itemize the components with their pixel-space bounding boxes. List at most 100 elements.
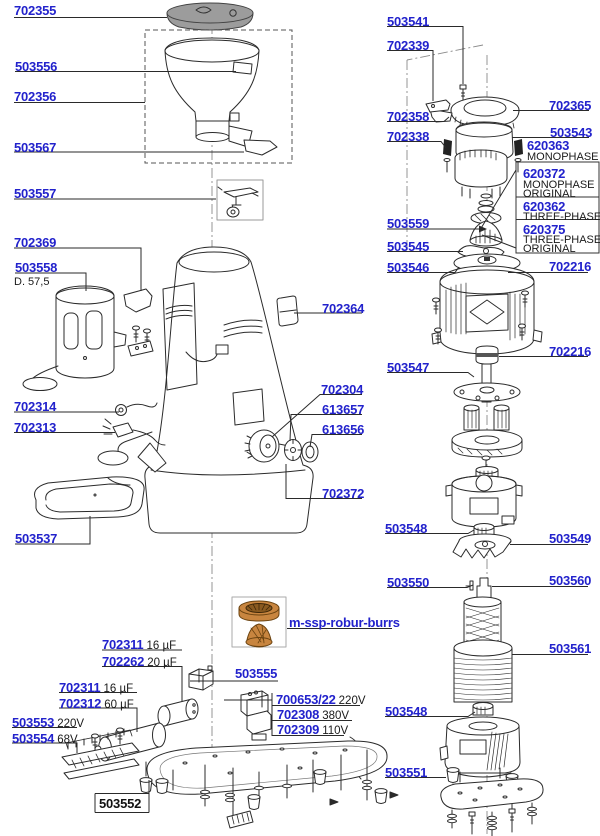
part-link-503549[interactable]: 503549 [549, 531, 591, 546]
part-link-702355[interactable]: 702355 [14, 3, 56, 18]
part-link-620362[interactable]: 620362 [523, 199, 565, 214]
part-link-702308-text: 702308 [277, 707, 320, 722]
part-link-702314[interactable]: 702314 [14, 399, 56, 414]
variant-620372-note2-text: ORIGINAL [523, 188, 576, 200]
relay-drawing [188, 665, 214, 691]
part-link-503537-text: 503537 [15, 531, 58, 546]
part-link-503561[interactable]: 503561 [549, 641, 591, 656]
part-link-702313[interactable]: 702313 [14, 420, 56, 435]
part-link-702262-suffix: 20 µF [147, 657, 177, 669]
part-link-503559[interactable]: 503559 [387, 216, 429, 231]
part-link-503567[interactable]: 503567 [14, 140, 56, 155]
part-link-702311-b-suffix: 16 µF [103, 683, 134, 695]
part-link-702216-a-text: 702216 [549, 259, 592, 274]
part-link-503557[interactable]: 503557 [14, 186, 56, 201]
part-link-503556[interactable]: 503556 [15, 59, 57, 74]
part-link-503537[interactable]: 503537 [15, 531, 57, 546]
part-link-702216-a[interactable]: 702216 [549, 259, 591, 274]
part-link-620363[interactable]: 620363 [527, 138, 569, 153]
part-link-702339[interactable]: 702339 [387, 38, 429, 53]
right-stack-drawing [425, 84, 544, 836]
variant-620375-note2: ORIGINAL [523, 243, 576, 255]
part-link-503553-suffix: 220V [57, 718, 85, 730]
part-link-503555[interactable]: 503555 [235, 666, 277, 681]
part-link-503556-text: 503556 [15, 59, 58, 74]
part-link-503547[interactable]: 503547 [387, 360, 429, 375]
part-link-620362-text: 620362 [523, 199, 566, 214]
part-link-503551-text: 503551 [385, 765, 428, 780]
part-link-702314-text: 702314 [14, 399, 57, 414]
part-link-503548-b[interactable]: 503548 [385, 704, 427, 719]
part-link-702338-text: 702338 [387, 129, 430, 144]
part-link-503560[interactable]: 503560 [549, 573, 591, 588]
part-link-503554-suffix: 68V [57, 734, 78, 746]
part-link-613657-text: 613657 [322, 402, 365, 417]
part-link-700653-22-text: 700653/22 [276, 692, 336, 707]
part-link-503558-text: 503558 [15, 260, 58, 275]
part-link-702311-a-suffix: 16 µF [146, 640, 177, 652]
part-link-503555-text: 503555 [235, 666, 278, 681]
terminal-strip-drawing [61, 727, 140, 780]
base-plate-drawing [139, 740, 399, 829]
part-link-503548-b-text: 503548 [385, 704, 428, 719]
part-link-702358[interactable]: 702358 [387, 109, 429, 124]
part-link-503558[interactable]: 503558 [15, 260, 57, 275]
note-diameter-text: D. 57,5 [14, 276, 50, 288]
cable-drawings [102, 402, 166, 446]
part-link-503546[interactable]: 503546 [387, 260, 429, 275]
hopper-drawing [164, 37, 278, 156]
part-link-702216-b[interactable]: 702216 [549, 344, 591, 359]
part-link-620375[interactable]: 620375 [523, 222, 565, 237]
part-link-700653-22-suffix: 220V [338, 695, 366, 707]
part-link-503551[interactable]: 503551 [385, 765, 427, 780]
part-link-503559-text: 503559 [387, 216, 430, 231]
part-link-702338[interactable]: 702338 [387, 129, 429, 144]
part-link-702356[interactable]: 702356 [14, 89, 56, 104]
part-link-503561-text: 503561 [549, 641, 592, 656]
part-label-503552-text: 503552 [99, 796, 142, 811]
part-link-503541[interactable]: 503541 [387, 14, 429, 29]
part-link-620363-text: 620363 [527, 138, 570, 153]
variant-620375-note1-text: THREE-PHASE [523, 234, 600, 246]
part-link-702304[interactable]: 702304 [321, 382, 363, 397]
part-link-503550[interactable]: 503550 [387, 575, 429, 590]
part-link-613656[interactable]: 613656 [322, 422, 364, 437]
variant-620362-note: THREE-PHASE [523, 211, 600, 223]
hopper-lid-drawing [166, 2, 254, 31]
part-link-620372-text: 620372 [523, 166, 566, 181]
part-link-702216-b-text: 702216 [549, 344, 592, 359]
part-link-702372[interactable]: 702372 [322, 486, 364, 501]
part-link-702365[interactable]: 702365 [549, 98, 591, 113]
part-link-702309-suffix: 110V [322, 725, 349, 737]
doser-adjuster-drawing [216, 179, 264, 221]
part-link-702369[interactable]: 702369 [14, 235, 56, 250]
part-link-503548-a[interactable]: 503548 [385, 521, 427, 536]
part-link-503543[interactable]: 503543 [550, 125, 592, 140]
part-link-503567-text: 503567 [14, 140, 57, 155]
part-link-503545[interactable]: 503545 [387, 239, 429, 254]
part-link-613657[interactable]: 613657 [322, 402, 364, 417]
part-link-503549-text: 503549 [549, 531, 592, 546]
part-link-702358-text: 702358 [387, 109, 430, 124]
part-link-702311-b-text: 702311 [59, 680, 101, 695]
part-link-503547-text: 503547 [387, 360, 430, 375]
part-link-702364[interactable]: 702364 [322, 301, 364, 316]
body-screws-drawing [127, 325, 154, 357]
part-link-620372[interactable]: 620372 [523, 166, 565, 181]
part-link-702312-text: 702312 [59, 696, 102, 711]
part-link-702356-text: 702356 [14, 89, 57, 104]
variant-620372-note1: MONOPHASE [523, 179, 595, 191]
tray-drawing [34, 476, 145, 520]
variant-620372-note2: ORIGINAL [523, 188, 576, 200]
part-link-burrs[interactable]: m-ssp-robur-burrs [289, 615, 400, 630]
